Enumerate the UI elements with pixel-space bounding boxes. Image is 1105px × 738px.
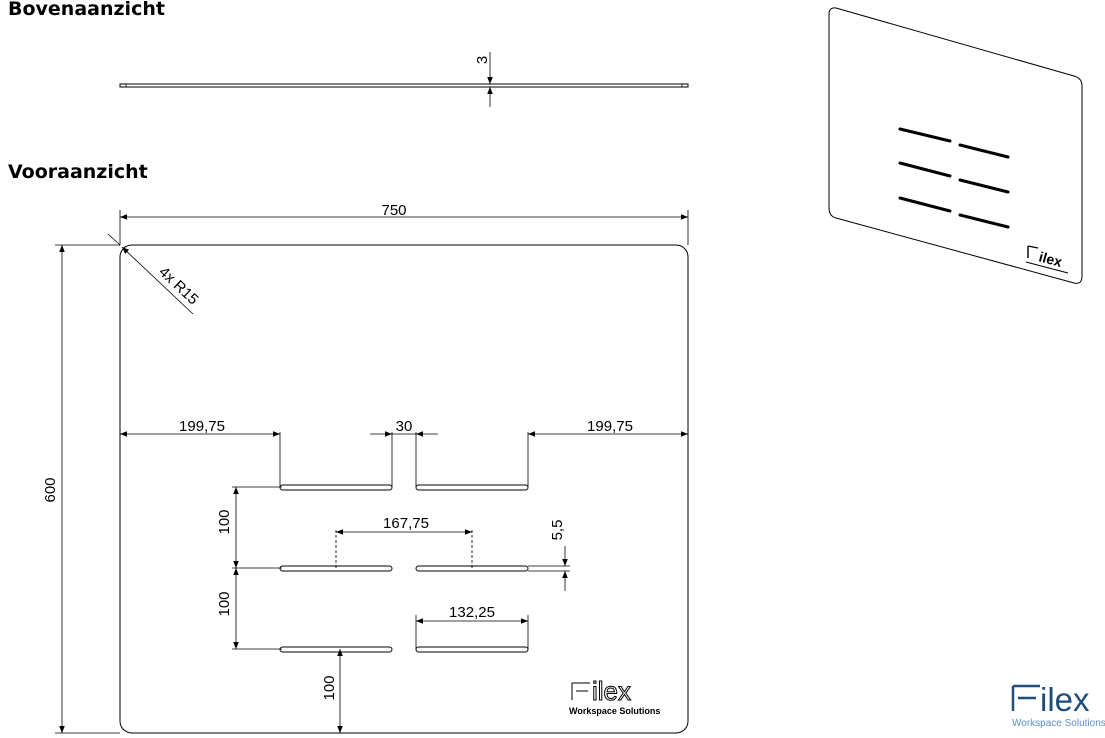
isometric-view: ilex xyxy=(828,7,1083,284)
right-offset-label: 199,75 xyxy=(587,418,633,435)
corner-radius-label: 4x R15 xyxy=(155,263,201,308)
slots xyxy=(279,484,529,653)
corner-radius-leader xyxy=(121,246,194,315)
height-label: 600 xyxy=(42,477,59,502)
corner-logo-f-mark xyxy=(1011,684,1040,711)
front-view-title: Vooraanzicht xyxy=(8,161,148,183)
front-view: 750 600 4x R15 199,75 199,75 30 100 100 … xyxy=(42,202,689,734)
front-view-panel-outline xyxy=(119,244,689,734)
row-spacing-2-label: 100 xyxy=(216,591,233,616)
slot-row1-left xyxy=(279,484,393,491)
top-view-panel-edge xyxy=(119,83,689,88)
drawing-filex-logo: ilex Workspace Solutions xyxy=(569,676,660,717)
slot-center-label: 167,75 xyxy=(383,515,429,532)
top-view: 3 xyxy=(119,52,689,107)
slot-row1-right xyxy=(415,484,529,491)
top-view-title: Bovenaanzicht xyxy=(8,0,165,20)
corner-filex-logo: ilex Workspace Solutions xyxy=(1011,681,1105,729)
drawing-logo-brand: ilex xyxy=(592,676,631,706)
slot-height-label: 5,5 xyxy=(549,520,566,541)
width-label: 750 xyxy=(381,202,406,219)
isometric-logo-text: ilex xyxy=(1037,248,1064,270)
slot-gap-label: 30 xyxy=(396,418,413,435)
corner-logo-tagline: Workspace Solutions xyxy=(1012,718,1105,729)
isometric-panel xyxy=(828,7,1083,284)
slot-row3-right xyxy=(415,646,529,653)
left-offset-label: 199,75 xyxy=(179,418,225,435)
row-spacing-1-label: 100 xyxy=(216,509,233,534)
corner-logo-brand: ilex xyxy=(1040,681,1090,718)
slot-length-label: 132,25 xyxy=(449,604,495,621)
isometric-logo: ilex xyxy=(1025,245,1069,274)
drawing-logo-tagline: Workspace Solutions xyxy=(569,706,660,716)
slot-row3-left xyxy=(279,646,393,653)
thickness-label: 3 xyxy=(474,56,491,64)
bottom-margin-label: 100 xyxy=(321,675,338,700)
